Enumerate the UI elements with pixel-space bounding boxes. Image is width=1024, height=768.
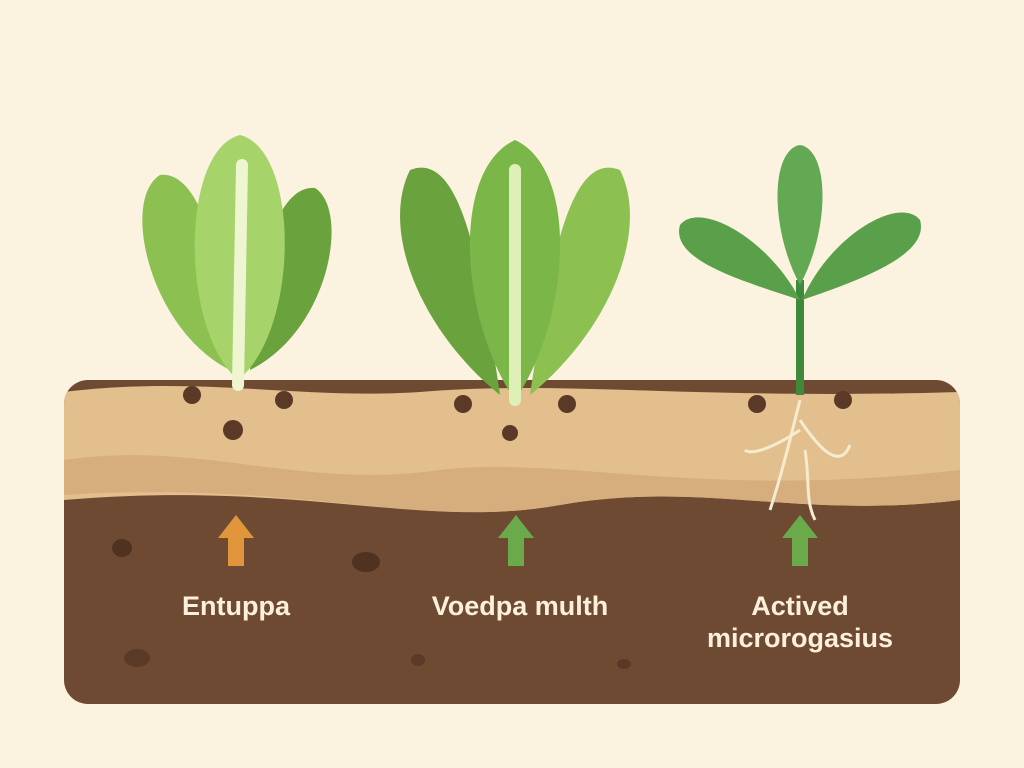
arrow-up-icon [498,515,534,566]
label-column-1: Entuppa [182,591,290,621]
romaine-lettuce-icon [142,135,332,391]
arrow-up-icon [218,515,254,566]
label-column-3-line2: microrogasius [706,623,894,654]
label-column-2: Voedpa multh [431,591,609,621]
spinach-seedling-icon [679,145,921,521]
arrow-up-icon [782,515,818,566]
label-column-3-line1: Actived [751,591,849,621]
label-column-3: Actived microrogasius [660,590,940,655]
leaf-lettuce-icon [400,140,630,406]
